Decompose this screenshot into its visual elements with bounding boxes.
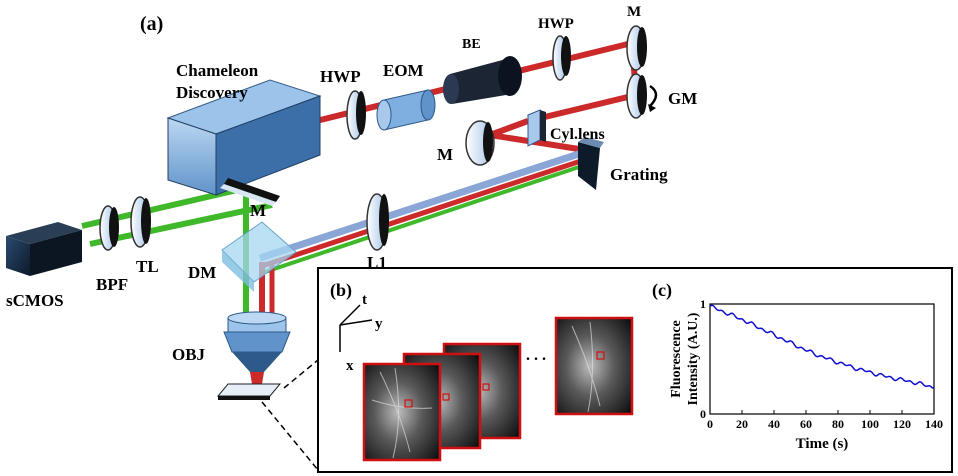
grating [578,137,604,190]
hwp1-label: HWP [320,67,361,86]
m-mid-label: M [437,145,453,164]
green-beam-l1 [261,163,586,275]
image-stack: . . . [362,316,634,462]
x-tick-label: 100 [861,417,879,431]
axis-t-label: t [362,292,367,308]
objective [223,311,291,384]
axis-x-label: x [346,358,354,374]
gm-label: GM [668,89,697,108]
panel-c-label: (c) [652,280,672,301]
green-beam-to-cam-2 [89,202,273,247]
y-axis-title-line1: Fluorescence [669,320,684,398]
hwp2-plate [552,35,571,81]
x-tick-label: 60 [800,417,812,431]
y-axis-title-line2: Intensity (A.U.) [686,312,701,405]
bpf-filter [99,205,119,251]
axis-y-label: y [375,316,383,332]
y-tick-label: 1 [700,297,706,311]
x-tick-label: 140 [925,417,943,431]
laser-label-2: Discovery [176,83,248,102]
mirror-top [626,25,647,71]
blue-beam-grating-dm [258,148,587,262]
x-axis-title: Time (s) [796,436,849,452]
cyl-lens-label: Cyl.lens [550,126,605,143]
m-top-label: M [627,4,641,20]
mirror-left [220,178,280,206]
zoom-line-bottom [261,401,319,471]
panel-b-label: (b) [330,280,352,301]
cyl-lens [527,109,546,147]
dm-label: DM [188,263,216,282]
galvo-mirror [626,73,658,119]
tl-label: TL [136,257,159,276]
lens-tl [130,196,151,248]
rotation-arrow-icon [649,84,658,107]
x-tick-label: 0 [707,417,713,431]
chart-plot-area [709,303,935,415]
lens-l1 [366,193,389,251]
y-tick-label: 0 [700,407,706,421]
scmos-label: sCMOS [6,291,64,310]
grating-label: Grating [610,165,668,184]
mirror-mid [465,120,495,166]
x-tick-label: 120 [893,417,911,431]
sample-slide [216,383,282,400]
frame-last [554,316,634,416]
eom-cylinder [376,89,436,131]
eom-label: EOM [383,61,424,80]
decay-series-line [709,304,935,389]
m-left-label: M [250,201,266,220]
red-beam-grating-dm [261,155,591,269]
scmos-camera [6,222,82,276]
x-tick-label: 80 [832,417,844,431]
panel-a-label: (a) [140,13,163,35]
frame-2 [362,362,442,462]
x-tick-label: 20 [736,417,748,431]
laser-label-1: Chameleon [176,61,259,80]
hwp2-label: HWP [538,16,574,32]
hwp1-plate [346,90,366,140]
zoom-line-top [283,359,319,389]
bpf-label: BPF [96,275,128,294]
stack-ellipsis: . . . [526,347,546,364]
laser-chameleon [166,79,322,196]
obj-label: OBJ [172,345,206,364]
beam-expander [443,56,522,104]
be-label: BE [462,37,481,52]
axes-triad [339,304,373,352]
dichroic-mirror [221,221,297,292]
x-tick-label: 40 [768,417,780,431]
